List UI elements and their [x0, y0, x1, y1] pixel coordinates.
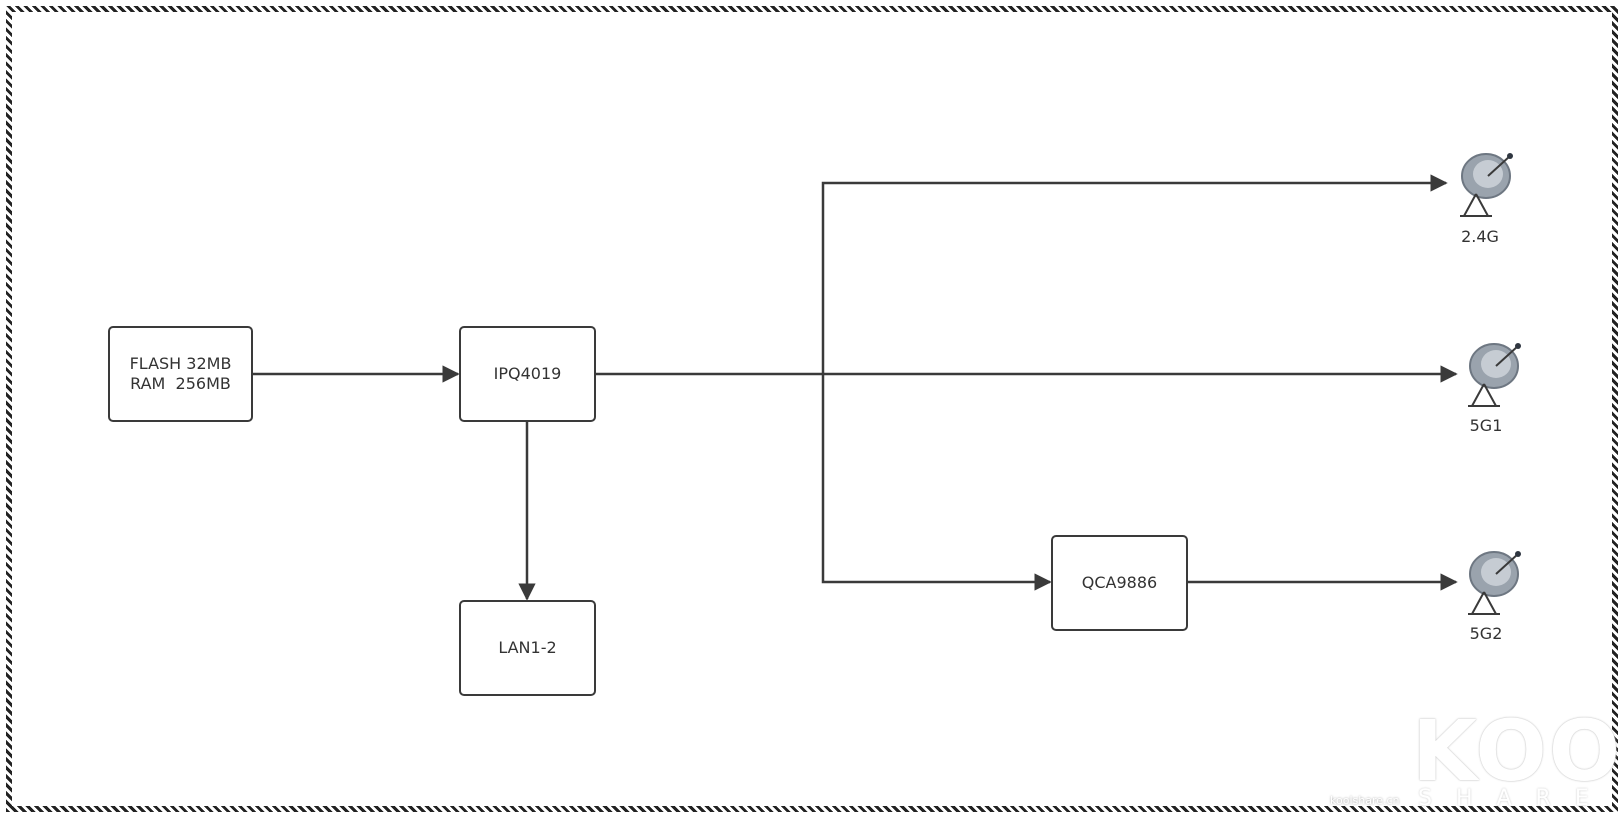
- watermark-site: koolshare.cn: [1330, 794, 1400, 807]
- satellite-dish-icon: [1468, 343, 1521, 407]
- node-radio[interactable]: QCA9886: [1051, 535, 1188, 631]
- satellite-dish-icon: [1460, 153, 1513, 217]
- node-lan[interactable]: LAN1-2: [459, 600, 596, 696]
- antenna-label-5g1: 5G1: [1469, 416, 1503, 435]
- watermark-sub: SHARE: [1418, 786, 1613, 811]
- watermark-brand: KOOL: [1412, 702, 1624, 800]
- edge-soc-to-radio: [821, 374, 1052, 591]
- satellite-dish-icon: [1468, 551, 1521, 615]
- antenna-label-2-4g: 2.4G: [1461, 227, 1499, 246]
- antenna-label-5g2: 5G2: [1469, 624, 1503, 643]
- node-memory[interactable]: FLASH 32MB RAM 256MB: [108, 326, 253, 422]
- diagram-frame: [6, 6, 1618, 812]
- edge-soc-to-24g: [821, 174, 1448, 374]
- node-soc[interactable]: IPQ4019: [459, 326, 596, 422]
